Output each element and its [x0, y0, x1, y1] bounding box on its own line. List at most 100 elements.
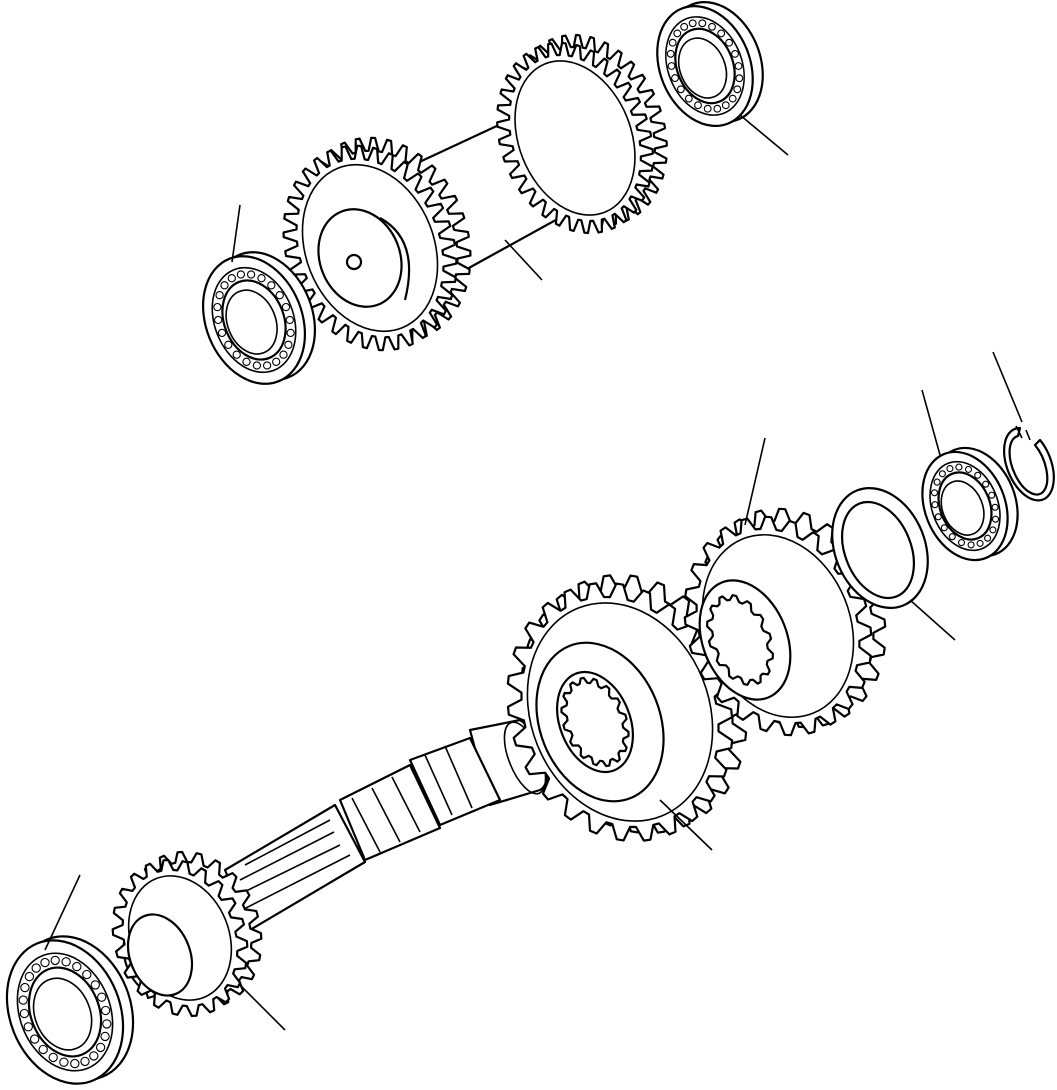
bearing-ball [90, 980, 100, 990]
bearing-ball [671, 74, 679, 83]
leader-line [739, 114, 789, 156]
bearing-ball [262, 361, 272, 370]
bearing-ball [267, 281, 276, 290]
lower-left-bearing [5, 935, 135, 1085]
leader-line [921, 389, 941, 456]
bearing-bore [32, 977, 93, 1051]
bearing-ball [220, 281, 229, 290]
bearing-ball [733, 85, 742, 94]
leader-line [992, 351, 1023, 423]
bearing-ball [279, 350, 288, 359]
bearing-ball [214, 315, 223, 325]
internal-spline [706, 594, 774, 686]
bearing-ball [236, 270, 246, 279]
bearing-ball [989, 526, 997, 534]
bearing-bore [940, 480, 985, 536]
lower-right-bearing [921, 446, 1019, 562]
bearing-ball [286, 328, 295, 338]
bearing-ball [213, 302, 222, 312]
bearing-ball [717, 29, 726, 38]
bearing-ball [967, 541, 975, 549]
bearing-ball [100, 1005, 111, 1016]
bearing-race-inner [27, 966, 103, 1058]
bearing-ball [82, 969, 92, 980]
bearing-ball [703, 104, 712, 113]
bearing-ball [18, 995, 28, 1005]
bearing-ball [974, 471, 982, 479]
upper-rear-gear [496, 33, 668, 235]
bearing-bore [225, 289, 278, 355]
bearing-race-outer [211, 266, 297, 374]
bearing-ball [680, 22, 689, 31]
bearing-ball [673, 29, 682, 38]
bearing-ball [272, 357, 281, 366]
gear-root-circle [301, 163, 439, 333]
bearing-ball [734, 62, 743, 70]
bearing-ball [224, 340, 233, 349]
bearing-ball [215, 291, 224, 300]
bearing-ball [59, 1057, 69, 1067]
bearing-ball [246, 270, 256, 279]
bearing-ball [694, 101, 702, 110]
bearing-ball [938, 470, 946, 478]
bearing-ball [731, 49, 739, 58]
bearing-race-outer [665, 16, 745, 116]
bearing-ball [940, 524, 948, 532]
gear-teeth [496, 41, 654, 235]
lower-snap-ring [1002, 425, 1055, 502]
lower-assembly [5, 351, 1055, 1085]
upper-leader-lines [231, 114, 789, 281]
bearing-ball [957, 539, 966, 547]
bearing-ball [24, 971, 35, 982]
bearing-ball [40, 957, 50, 968]
upper-assembly [201, 0, 789, 385]
bearing-ball [232, 350, 241, 359]
bearing-ball [676, 85, 685, 94]
bearing-ball [227, 274, 236, 283]
bearing-ball [31, 963, 41, 973]
leader-line [659, 799, 713, 851]
leader-line [504, 239, 543, 281]
bearing-ball [38, 1044, 48, 1055]
bearing-ball [713, 104, 722, 113]
bearing-ball [964, 465, 973, 473]
bearing-ball [946, 465, 954, 473]
bearing-ball [275, 291, 284, 300]
bearing-ball [667, 62, 676, 70]
upper-left-bearing [201, 251, 317, 385]
bearing-race-outer [929, 460, 1001, 552]
upper-right-bearing [656, 0, 764, 128]
bearing-ball [281, 302, 291, 312]
bearing-race-outer [16, 952, 114, 1072]
gear-root-circle [526, 602, 714, 822]
bearing-ball [684, 94, 693, 103]
bearing-ball [698, 19, 707, 28]
bearing-race-inner [937, 471, 993, 541]
bearing-ball [23, 1022, 33, 1032]
bearing-ball [666, 49, 675, 58]
bearing-ball [984, 534, 992, 542]
bearing-ball [934, 513, 942, 521]
bearing-ball [708, 22, 716, 31]
lower-large-gear [506, 574, 748, 842]
bearing-ball [991, 503, 999, 511]
bearing-bore [677, 37, 728, 99]
bearing-ball [284, 340, 293, 349]
bearing-ball [89, 1051, 99, 1061]
leader-line [744, 437, 766, 526]
bearing-ball [70, 1058, 80, 1069]
lower-leader-lines [44, 351, 1023, 1031]
bearing-ball [252, 361, 262, 370]
bearing-ball [61, 957, 71, 967]
gear-root-circle [514, 60, 636, 216]
bearing-ball [948, 533, 956, 541]
leader-line [44, 874, 81, 951]
bearing-ball [668, 38, 677, 47]
lower-shaft-end-gear [111, 850, 263, 1018]
bearing-ball [976, 539, 984, 547]
bearing-ball [728, 94, 737, 103]
bearing-ball [688, 19, 697, 28]
bearing-ball [95, 1042, 106, 1053]
lower-thrust-washer [831, 486, 929, 610]
bearing-ball [285, 315, 294, 325]
